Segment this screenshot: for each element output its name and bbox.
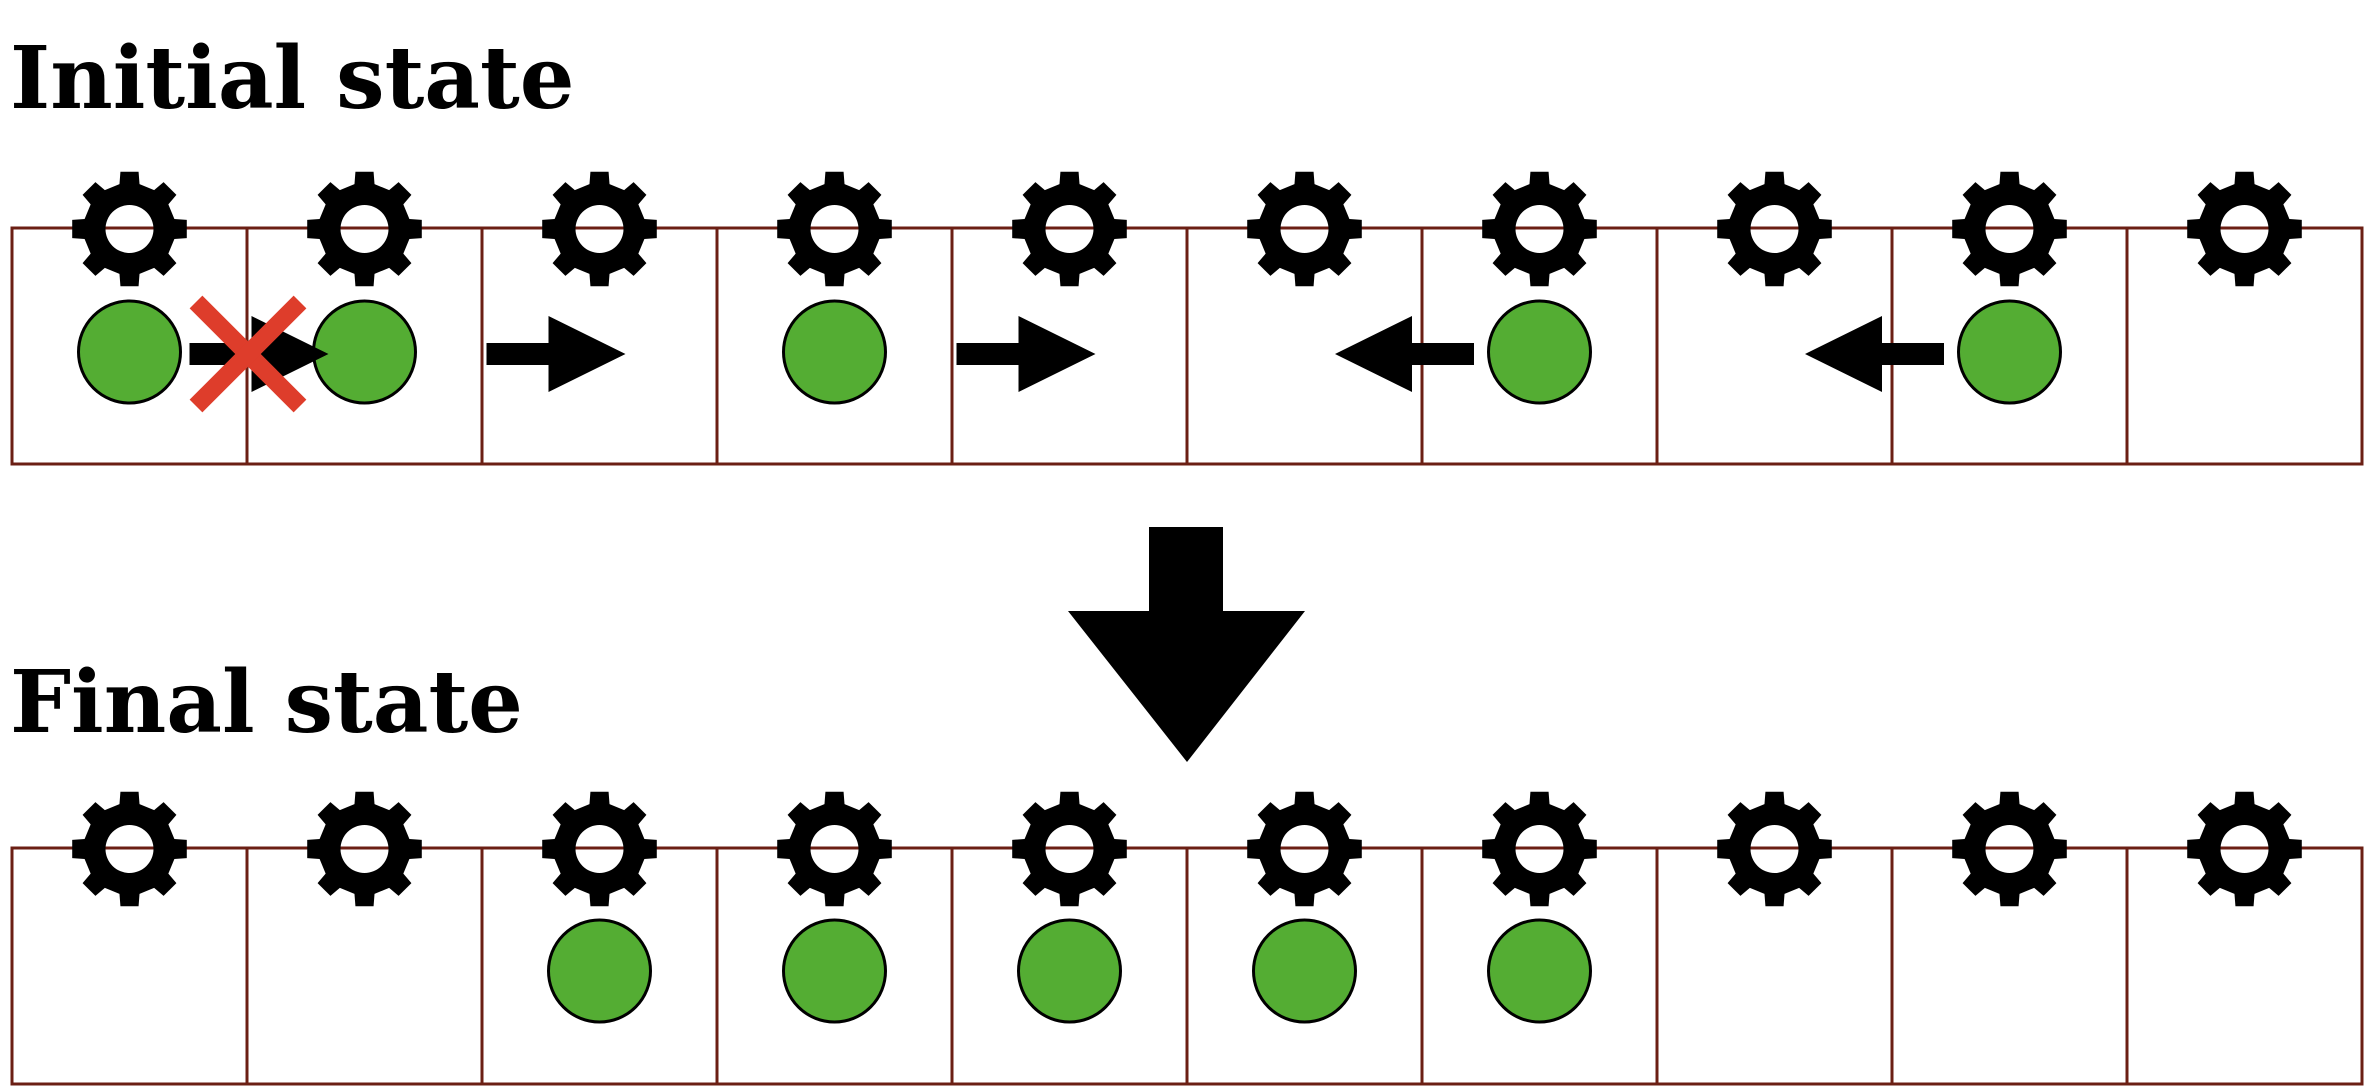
arrow-left-icon: [1335, 316, 1474, 392]
particle-circle-icon: [77, 299, 182, 405]
arrow-left-icon: [1805, 316, 1944, 392]
final-state-cell: [2125, 846, 2364, 1086]
transition-arrow: [1068, 527, 1305, 762]
cross-icon: [189, 295, 307, 413]
final-state-lattice: [10, 791, 2364, 1086]
particle-circle-icon: [547, 918, 652, 1024]
particle-circle-icon: [1017, 918, 1122, 1024]
particle-circle-icon: [1487, 299, 1592, 405]
particle-circle-icon: [782, 299, 887, 405]
arrow-right-icon: [956, 316, 1096, 392]
arrow-right-icon: [486, 316, 626, 392]
particle-circle-icon: [312, 299, 417, 405]
initial-state-title: Initial state: [10, 28, 575, 129]
particle-circle-icon: [1252, 918, 1357, 1024]
final-state-title: Final state: [10, 652, 523, 753]
initial-state-lattice: [10, 171, 2364, 466]
down-arrow-icon: [1068, 527, 1305, 762]
initial-state-cell: [2125, 226, 2364, 466]
particle-circle-icon: [1957, 299, 2062, 405]
particle-circle-icon: [1487, 918, 1592, 1024]
particle-circle-icon: [782, 918, 887, 1024]
